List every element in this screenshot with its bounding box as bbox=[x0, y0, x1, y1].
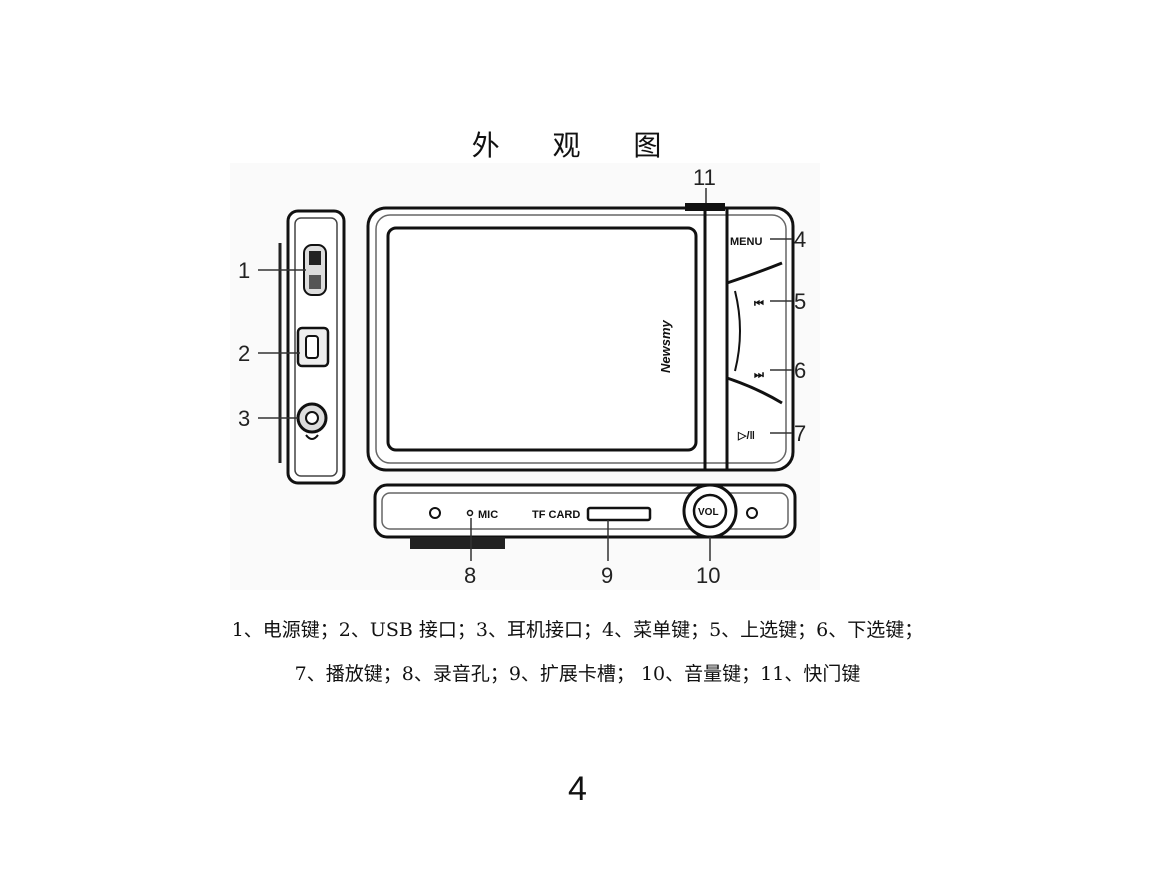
device-diagram: Newsmy MENU ⏮ ⏭ ▷/‖ MIC TF CARD VOL 1 2 bbox=[230, 163, 820, 590]
caption-line-1: 1、电源键；2、USB 接口；3、耳机接口；4、菜单键；5、上选键；6、下选键； bbox=[231, 619, 924, 641]
vol-label: VOL bbox=[698, 507, 719, 518]
callout-11: 11 bbox=[693, 165, 716, 190]
callout-4: 4 bbox=[794, 227, 806, 252]
callout-8: 8 bbox=[464, 563, 476, 588]
tf-card-label: TF CARD bbox=[532, 509, 580, 521]
page-title: 外 观 图 bbox=[471, 129, 684, 162]
svg-text:⏮: ⏮ bbox=[754, 298, 764, 310]
menu-label: MENU bbox=[730, 236, 762, 248]
page-number: 4 bbox=[568, 770, 587, 808]
callout-6: 6 bbox=[794, 358, 806, 383]
mic-label: MIC bbox=[478, 509, 498, 521]
bottom-view: MIC TF CARD VOL bbox=[373, 483, 797, 549]
front-view: Newsmy MENU ⏮ ⏭ ▷/‖ bbox=[366, 203, 795, 472]
caption-line-2: 7、播放键；8、录音孔；9、扩展卡槽； 10、音量键；11、快门键 bbox=[294, 663, 861, 685]
callout-10: 10 bbox=[696, 563, 720, 588]
callout-9: 9 bbox=[601, 563, 613, 588]
svg-text:▷/‖: ▷/‖ bbox=[737, 430, 755, 442]
side-view bbox=[278, 209, 346, 485]
callout-1: 1 bbox=[238, 258, 250, 283]
callout-5: 5 bbox=[794, 289, 806, 314]
callout-3: 3 bbox=[238, 406, 250, 431]
brand-label: Newsmy bbox=[658, 319, 673, 373]
callout-2: 2 bbox=[238, 341, 250, 366]
svg-text:⏭: ⏭ bbox=[754, 369, 764, 381]
callout-7: 7 bbox=[794, 421, 806, 446]
